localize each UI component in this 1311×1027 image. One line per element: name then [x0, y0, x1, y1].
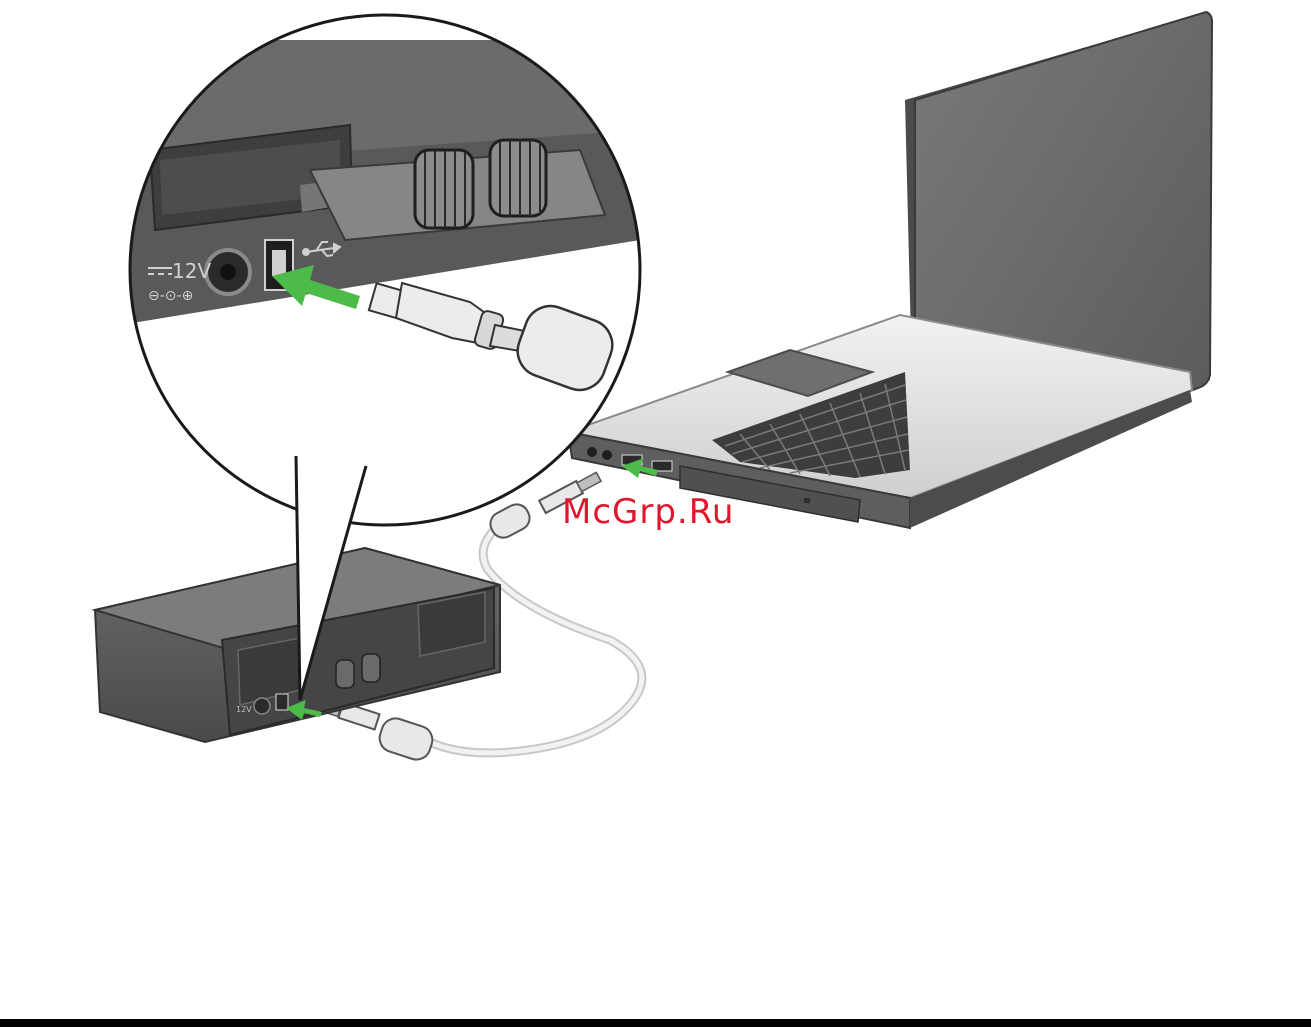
watermark: McGrp.Ru: [562, 495, 734, 529]
feed-roller: [490, 140, 546, 216]
feed-roller: [362, 654, 380, 682]
audio-jack: [587, 447, 597, 457]
scanner-voltage-label: 12V: [236, 705, 252, 714]
scanner-usb-port: [276, 694, 288, 710]
voltage-label: 12V: [172, 259, 211, 283]
bottom-bar: [0, 1019, 1311, 1027]
laptop: [568, 12, 1212, 528]
power-jack: [254, 698, 270, 714]
polarity-symbol: ⊖-⊙-⊕: [148, 288, 193, 304]
feed-roller: [336, 660, 354, 688]
audio-jack: [602, 450, 612, 460]
